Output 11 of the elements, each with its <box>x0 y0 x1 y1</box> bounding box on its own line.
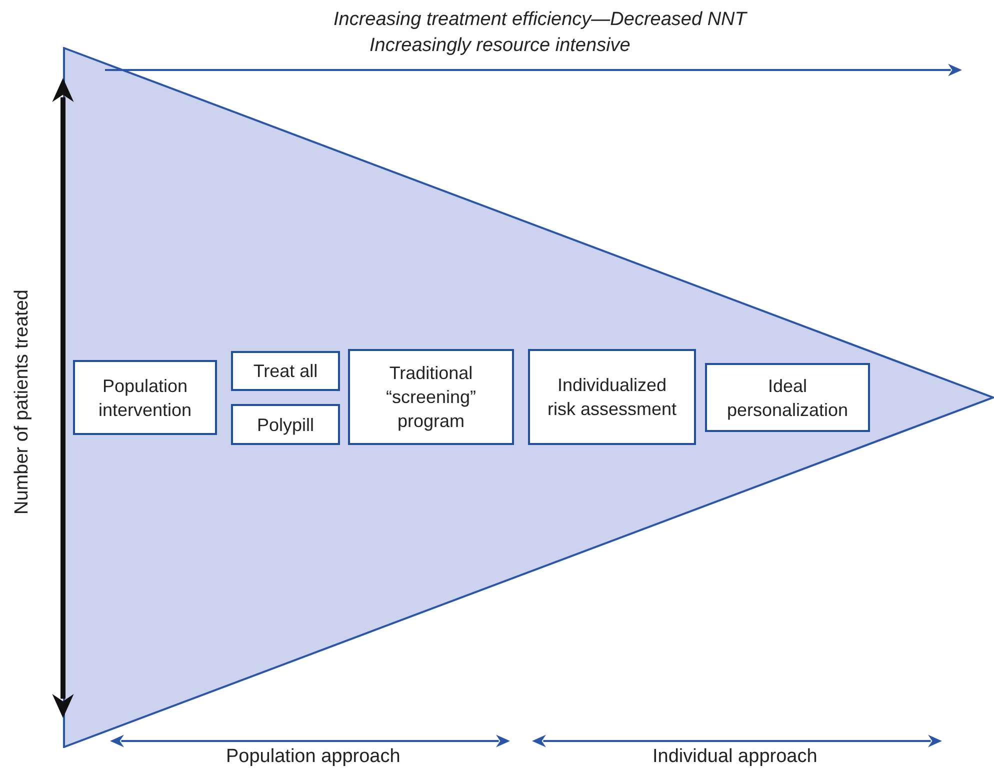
approach-label: Population approach <box>226 746 400 768</box>
text-box: Population intervention <box>73 360 217 435</box>
text-box: Polypill <box>231 404 340 445</box>
direction-label: Increasingly resource intensive <box>370 35 630 57</box>
text-box: Ideal personalization <box>705 363 870 432</box>
axis-label: Number of patients treated <box>10 290 33 514</box>
text-box: Individualized risk assessment <box>528 349 696 445</box>
direction-label: Increasing treatment efficiency—Decreased NNT <box>334 9 746 31</box>
text-box: Treat all <box>231 351 340 391</box>
approach-label: Individual approach <box>652 746 818 768</box>
text-box: Traditional “screening” program <box>348 349 514 445</box>
